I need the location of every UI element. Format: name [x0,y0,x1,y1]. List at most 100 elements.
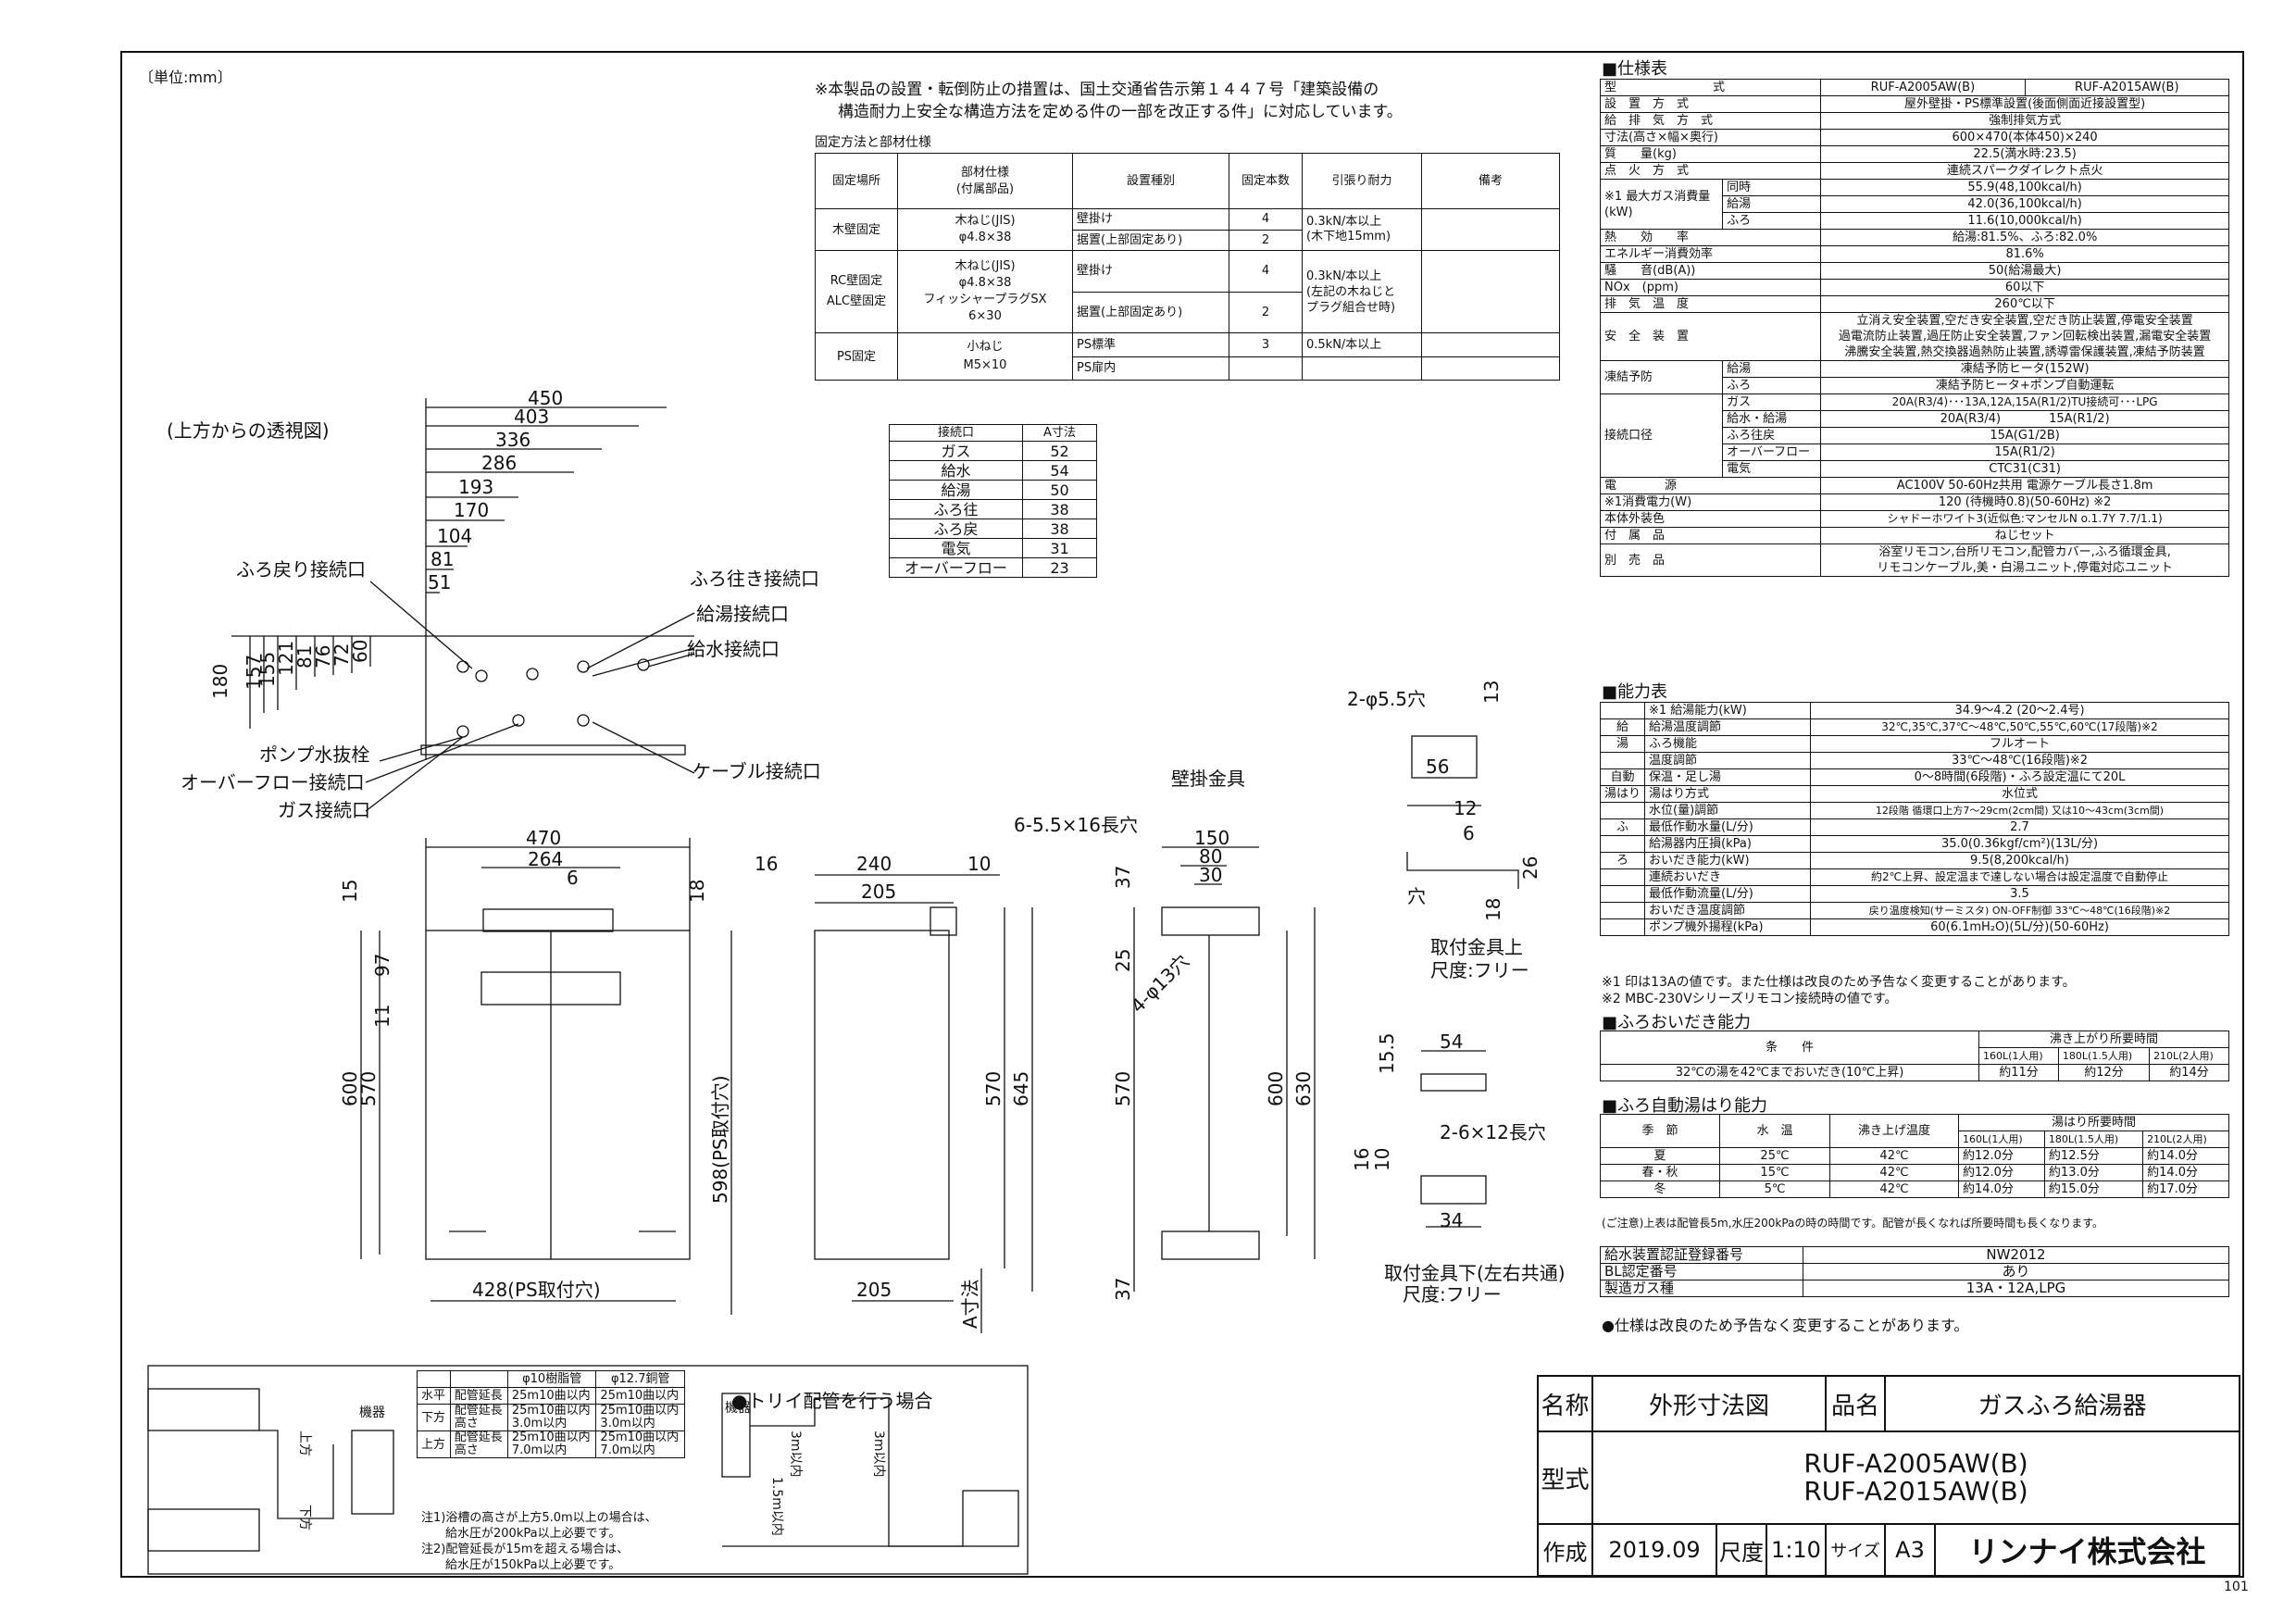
fix-th: 引張り耐力 [1302,153,1422,209]
fix-cell: PS扉内 [1072,356,1229,381]
dim-label: 81 [293,645,316,668]
spec-value: 15A(R1/2) [1820,443,2229,461]
spec-label: ※1 最大ガス消費量 (kW) [1599,179,1724,230]
autofill-th: 水 温 [1719,1114,1830,1148]
fix-cell: 0.3kN/本以上 (左記の木ねじと プラグ組合せ時) [1302,250,1422,333]
spec-value: 81.6% [1820,245,2229,263]
title-block: 名称 外形寸法図 品名 ガスふろ給湯器 型式 RUF-A2005AW(B)RUF… [1537,1375,2240,1577]
spec-value: 屋外壁掛・PS標準設置(後面側面近接設置型) [1820,95,2229,113]
reheat-sub: 160L(1人用) [1978,1047,2059,1065]
tb-label: サイズ [1825,1523,1886,1577]
connection-label: 給水接続口 [687,638,780,660]
dim-label: 10 [1371,1148,1393,1171]
autofill-cell: 約12.5分 [2043,1147,2144,1165]
cert-value: あり [1803,1263,2229,1280]
ability-value: 60(6.1mH₂O)(5L/分)(50-60Hz) [1810,918,2229,936]
spec-label: 騒 音(dB(A)) [1599,262,1822,280]
conn-th: A寸法 [1022,424,1097,442]
bracket-lower-caption: 取付金具下(左右共通) [1384,1262,1566,1284]
conn-cell: オーバーフロー [889,557,1023,578]
ability-group: ふ [1599,818,1646,836]
spec-value: 給湯:81.5%、ふろ:82.0% [1820,229,2229,246]
spec-value: 600×470(本体450)×240 [1820,129,2229,146]
ability-value: 9.5(8,200kcal/h) [1810,852,2229,869]
dim-label: 155 [256,652,279,687]
reheat-cell: 約14分 [2149,1064,2229,1081]
pipe-cell: 25m10曲以内 [506,1387,597,1405]
tb-models: RUF-A2005AW(B)RUF-A2015AW(B) [1591,1430,2240,1525]
pipe-cell: 25m10曲以内 3.0m以内 [506,1404,597,1431]
connection-label: ガス接続口 [278,799,370,821]
ability-value: 34.9～4.2 (20～2.4号) [1810,702,2229,719]
spec-label: NOx (ppm) [1599,279,1822,296]
dim-label: 6 [567,867,579,889]
autofill-sub: 160L(1人用) [1958,1131,2045,1148]
spec-label: 安 全 装 置 [1599,312,1822,361]
spec-value: 浴室リモコン,台所リモコン,配管カバー,ふろ循環金具, リモコンケーブル,美・白… [1820,543,2229,577]
autofill-cell: 約14.0分 [2142,1164,2229,1181]
ability-group: 湯 [1599,735,1646,753]
spec-label: 質 量(kg) [1599,145,1822,163]
ability-group: 給 [1599,718,1646,736]
spec-value: CTC31(C31) [1820,460,2229,478]
reheat-table: 条 件沸き上がり所要時間 160L(1人用)180L(1.5人用)210L(2人… [1600,1031,2229,1081]
autofill-cell: 15℃ [1719,1164,1830,1181]
ability-label: 保温・足し湯 [1644,768,1812,786]
pipe-note: 給水圧が200kPa以上必要です。 [421,1527,621,1541]
spec-label: 本体外装色 [1599,510,1822,528]
ability-group [1599,835,1646,853]
ability-group [1599,752,1646,769]
dim-label: 104 [437,525,472,547]
autofill-title: ■ふろ自動湯はり能力 [1602,1096,1768,1116]
spec-sub: 給湯 [1722,360,1822,378]
pipe-cell: 水平 [417,1387,451,1405]
connection-label: ケーブル接続口 [693,760,821,782]
spec-label: 型 式 [1599,79,1822,96]
spec-label: 付 属 品 [1599,527,1822,544]
reheat-th: 沸き上がり所要時間 [1978,1031,2229,1048]
ability-label: ※1 給湯能力(kW) [1644,702,1812,719]
spec-value: 20A(R3/4) 15A(R1/2) [1820,410,2229,428]
cert-label: BL認定番号 [1600,1263,1803,1280]
spec-label: 接続口径 [1599,394,1724,478]
fix-cell: 木壁固定 [815,208,898,251]
dim-label: 15 [339,880,361,903]
fix-cell: 0.5kN/本以上 [1302,332,1422,357]
autofill-th: 湯はり所要時間 [1958,1114,2229,1131]
bracket-upper-caption: 取付金具上 [1430,936,1523,958]
dim-label: 170 [454,499,489,521]
ability-value: 水位式 [1810,785,2229,803]
dim-label: 18 [1482,898,1504,921]
dim-label: 16 [755,853,778,875]
ability-group [1599,868,1646,886]
autofill-cell: 5℃ [1719,1181,1830,1198]
pipe-cell: 配管延長 [449,1387,508,1405]
tb-name: 外形寸法図 [1591,1375,1827,1432]
reheat-th: 条 件 [1600,1031,1979,1065]
autofill-cell: 約12.0分 [1958,1147,2045,1165]
ability-group [1599,802,1646,819]
reheat-sub: 180L(1.5人用) [2057,1047,2151,1065]
ability-note: ※2 MBC-230Vシリーズリモコン接続時の値です。 [1602,992,1898,1006]
spec-sub: ふろ [1722,377,1822,394]
pipe-note: 注1)浴槽の高さが上方5.0m以上の場合は、 [421,1511,657,1525]
fix-cell: RC壁固定 ALC壁固定 [815,250,898,333]
autofill-cell: 約14.0分 [1958,1181,2045,1198]
spec-label: ※1消費電力(W) [1599,493,1822,511]
fix-cell: 据置(上部固定あり) [1072,229,1229,251]
ability-value: 約2℃上昇、設定温まで達しない場合は設定温度で自動停止 [1810,868,2229,886]
dim-label: 570 [1112,1071,1134,1106]
dim-label: 34 [1440,1209,1463,1231]
dim-label: 180 [209,664,231,699]
ability-title: ■能力表 [1602,682,1668,702]
spec-value: 連続スパークダイレクト点火 [1820,162,2229,180]
connection-label: ふろ往き接続口 [690,568,819,590]
tb-label: 型式 [1537,1430,1593,1525]
tb-label: 名称 [1537,1375,1593,1432]
dim-label: 570 [982,1071,1004,1106]
pipe-th: φ12.7銅管 [595,1370,685,1388]
spec-value: 凍結予防ヒータ(152W) [1820,360,2229,378]
fix-cell: 壁掛け [1072,250,1229,293]
dim-label: 4-φ13穴 [1127,950,1194,1018]
